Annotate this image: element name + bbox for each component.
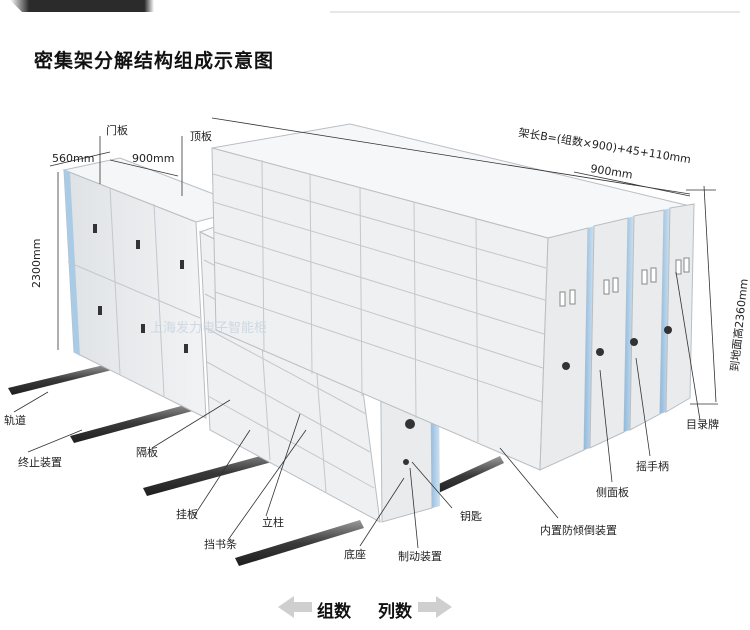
label-book-stop: 挡书条	[204, 537, 237, 551]
label-column: 立柱	[262, 515, 284, 529]
label-divider: 隔板	[136, 445, 158, 459]
callout-lines	[13, 136, 701, 549]
door-cabinet	[62, 157, 252, 419]
watermark: 上海发力电子智能柜	[150, 320, 267, 336]
label-catalog-card: 目录牌	[686, 417, 719, 431]
lock-icon	[184, 344, 188, 353]
lock-icon	[136, 240, 140, 249]
lock-icon	[93, 224, 97, 233]
label-stop-device: 终止装置	[18, 455, 62, 469]
key-icon	[403, 459, 409, 465]
label-track: 轨道	[4, 413, 26, 427]
label-key: 钥匙	[460, 509, 482, 523]
lock-icon	[98, 306, 102, 315]
arrow-left-icon	[278, 596, 312, 618]
track-rail	[8, 364, 112, 395]
track-rail	[70, 402, 200, 443]
label-anti-tilt: 内置防倾倒装置	[540, 523, 617, 537]
lock-icon	[141, 324, 145, 333]
handle-icon	[630, 338, 638, 346]
height-label: 2300mm	[30, 239, 43, 288]
handle-icon	[664, 326, 672, 334]
footer-columns-label: 列数	[378, 602, 412, 622]
label-top-panel: 顶板	[190, 129, 212, 143]
dimension-lines	[49, 117, 718, 405]
depth-label: 560mm	[52, 152, 94, 165]
track-rail	[235, 520, 364, 566]
diagram-title: 密集架分解结构组成示意图	[34, 50, 275, 72]
label-door-panel: 门板	[106, 123, 128, 137]
label-base: 底座	[344, 547, 366, 561]
label-handle: 摇手柄	[636, 459, 669, 473]
track-rail	[430, 456, 504, 495]
length-formula-label: 架长B=(组数×900)+45+110mm	[518, 125, 692, 166]
main-shelving	[211, 123, 695, 471]
floor-height-label: 到地面高2360mm	[727, 278, 750, 372]
label-side-panel: 侧面板	[596, 485, 629, 499]
label-brake: 制动装置	[398, 550, 442, 563]
handle-icon	[405, 419, 415, 429]
label-hanging-board: 挂板	[176, 507, 198, 521]
width-label: 900mm	[132, 152, 174, 165]
tracks	[8, 364, 504, 566]
top-banner	[10, 0, 740, 13]
track-rail	[143, 448, 294, 496]
lock-icon	[180, 260, 184, 269]
footer-arrows	[278, 596, 452, 618]
footer-groups-label: 组数	[317, 602, 351, 622]
handle-icon	[562, 362, 570, 370]
arrow-right-icon	[418, 596, 452, 618]
handle-icon	[596, 348, 604, 356]
